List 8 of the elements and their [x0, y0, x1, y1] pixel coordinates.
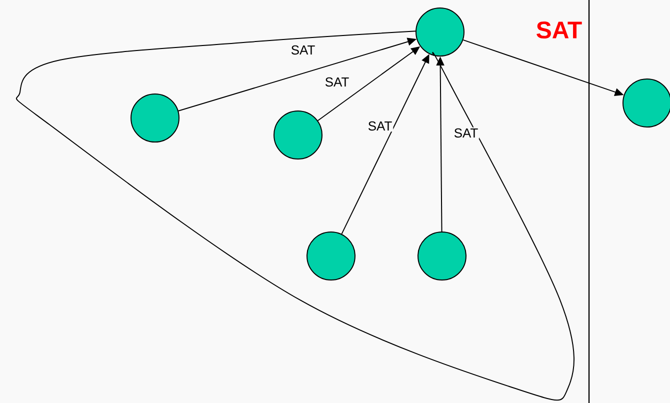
- heading-label: SAT: [536, 22, 582, 38]
- circle-node: [306, 232, 356, 280]
- circle-node: [274, 110, 322, 160]
- circle-node: [416, 8, 464, 56]
- circle-node: [418, 232, 466, 280]
- circle-node: [622, 78, 670, 128]
- circle-node: [130, 94, 180, 142]
- loop-curve: [16, 30, 574, 401]
